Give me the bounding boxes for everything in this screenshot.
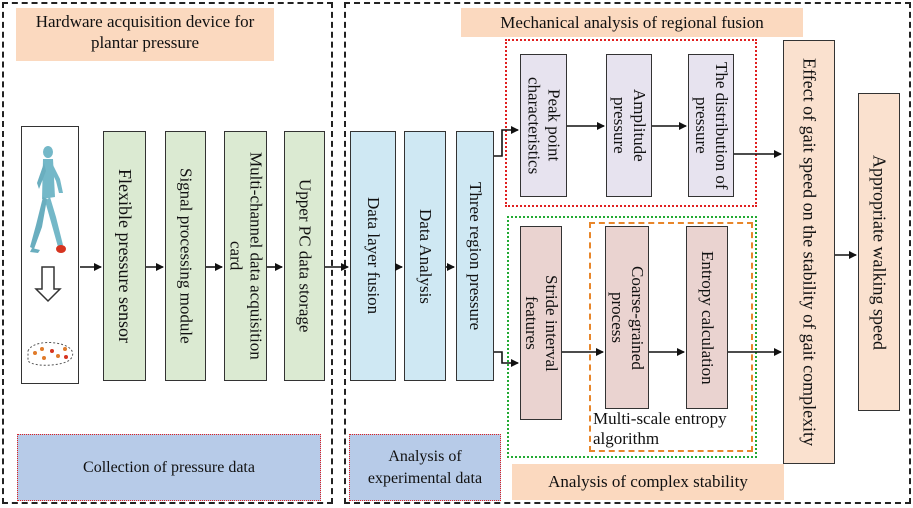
stride-interval-box: Stride interval features — [520, 226, 562, 420]
three-region-pressure-box: Three region pressure — [456, 131, 494, 381]
effect-label: Effect of gait speed on the stability of… — [799, 57, 820, 447]
mechanical-group — [505, 39, 757, 207]
top-header: Mechanical analysis of regional fusion — [461, 8, 803, 37]
entropy-calculation-box: Entropy calculation — [686, 226, 728, 409]
left-panel — [2, 2, 333, 504]
flexible-pressure-sensor-label: Flexible pressure sensor — [115, 169, 135, 343]
distribution-of-pressure-box: The distribution of pressure — [688, 54, 734, 197]
distribution-of-pressure-label: The distribution of pressure — [692, 61, 731, 190]
acquisition-card-box: Multi-channel data acquisition card — [224, 131, 267, 381]
signal-processing-module-box: Signal processing module — [165, 131, 206, 381]
data-layer-fusion-box: Data layer fusion — [350, 131, 396, 381]
signal-processing-module-label: Signal processing module — [176, 168, 196, 344]
amplitude-pressure-label: Amplitude pressure — [610, 89, 649, 162]
data-analysis-label: Data Analysis — [416, 208, 435, 304]
arrow-three-region-to-stride — [494, 351, 519, 367]
coarse-grained-box: Coarse-grained process — [605, 226, 649, 409]
entropy-calculation-label: Entropy calculation — [698, 250, 717, 385]
left-panel-footer: Collection of pressure data — [17, 434, 321, 501]
stability-header: Analysis of complex stability — [512, 464, 784, 500]
right-panel — [344, 2, 911, 504]
pc-data-storage-box: Upper PC data storage — [284, 131, 325, 381]
amplitude-pressure-box: Amplitude pressure — [606, 54, 652, 197]
stride-interval-label: Stride interval features — [522, 274, 561, 372]
peak-point-box: Peak point characteristics — [520, 54, 567, 197]
effect-box: Effect of gait speed on the stability of… — [783, 40, 835, 464]
result-box: Appropriate walking speed — [858, 93, 900, 411]
mse-label: Multi-scale entropy algorithm — [593, 409, 727, 448]
peak-point-label: Peak point characteristics — [524, 76, 564, 175]
stability-group — [507, 216, 757, 458]
multi-scale-entropy-group — [589, 222, 753, 452]
flexible-pressure-sensor-box: Flexible pressure sensor — [103, 131, 146, 381]
data-analysis-box: Data Analysis — [404, 131, 446, 381]
analysis-label-box: Analysis of experimental data — [349, 434, 501, 501]
acquisition-card-label: Multi-channel data acquisition card — [226, 152, 266, 360]
arrow-three-region-to-peak — [494, 126, 519, 157]
walking-person-image — [21, 126, 79, 384]
three-region-pressure-label: Three region pressure — [466, 181, 485, 331]
result-label: Appropriate walking speed — [869, 154, 890, 350]
coarse-grained-label: Coarse-grained process — [608, 265, 647, 370]
walking-figure-icon — [27, 146, 74, 366]
data-layer-fusion-label: Data layer fusion — [364, 197, 383, 315]
pc-data-storage-label: Upper PC data storage — [295, 179, 315, 333]
left-panel-header: Hardware acquisition device for plantar … — [16, 8, 274, 61]
